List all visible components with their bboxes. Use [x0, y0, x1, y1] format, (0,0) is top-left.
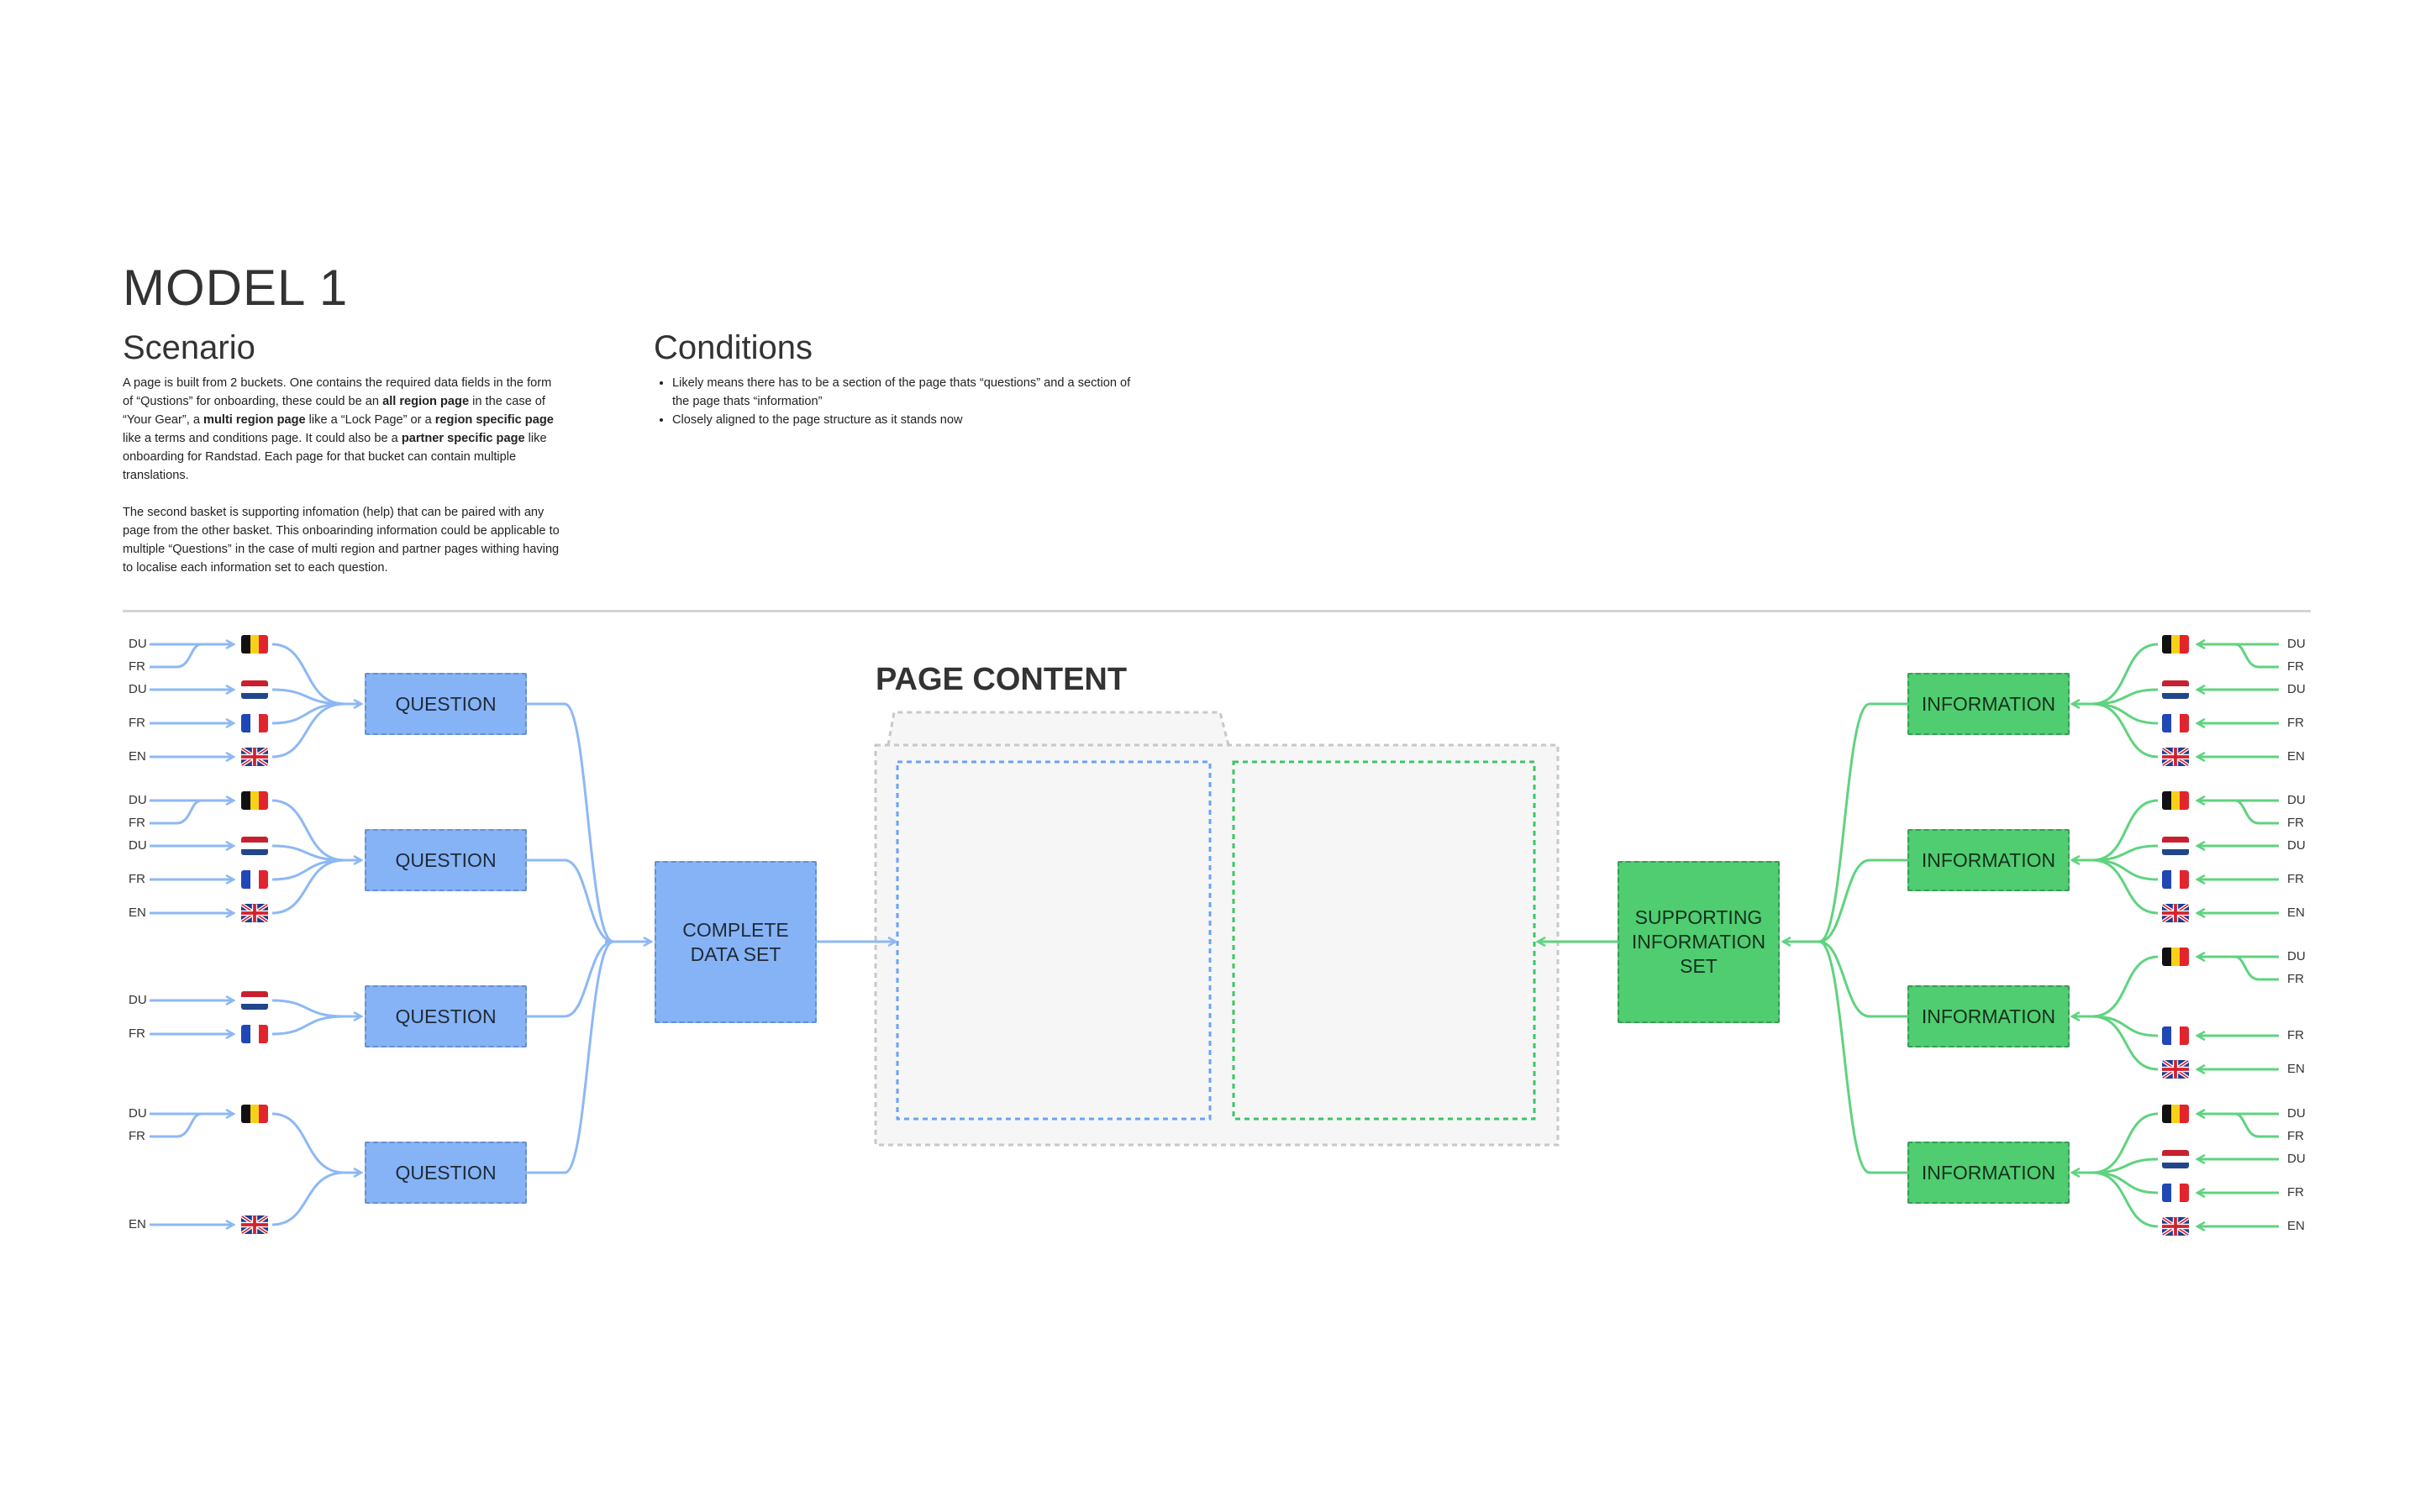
- conditions-list: Likely means there has to be a section o…: [654, 374, 1143, 429]
- language-label: FR: [129, 816, 145, 830]
- uk-flag-icon: [241, 748, 268, 766]
- language-label: DU: [129, 637, 147, 651]
- belgium-flag-icon: [2162, 635, 2189, 654]
- uk-flag-icon: [2162, 748, 2189, 766]
- language-label: FR: [129, 716, 145, 730]
- belgium-flag-icon: [2162, 791, 2189, 810]
- france-flag-icon: [241, 714, 268, 732]
- question-box: QUESTION: [365, 1142, 527, 1204]
- language-label: FR: [129, 1129, 145, 1143]
- uk-flag-icon: [241, 1215, 268, 1234]
- netherlands-flag-icon: [2162, 680, 2189, 699]
- language-label: EN: [129, 906, 146, 920]
- information-section: [1232, 760, 1536, 1121]
- uk-flag-icon: [2162, 904, 2189, 922]
- language-label: DU: [2287, 793, 2306, 807]
- uk-flag-icon: [2162, 1060, 2189, 1079]
- condition-item: Likely means there has to be a section o…: [672, 374, 1143, 411]
- questions-section: [896, 760, 1212, 1121]
- belgium-flag-icon: [241, 635, 268, 654]
- scenario-paragraph-1: A page is built from 2 buckets. One cont…: [123, 376, 554, 482]
- question-box: QUESTION: [365, 829, 527, 891]
- scenario-paragraph-2: The second basket is supporting infomati…: [123, 506, 560, 575]
- language-label: DU: [129, 793, 147, 807]
- language-label: EN: [2287, 1219, 2305, 1233]
- france-flag-icon: [241, 1025, 268, 1043]
- france-flag-icon: [2162, 714, 2189, 732]
- language-label: FR: [2287, 1129, 2304, 1143]
- language-label: DU: [129, 838, 147, 853]
- language-label: FR: [2287, 1028, 2304, 1042]
- information-box: INFORMATION: [1907, 1142, 2070, 1204]
- language-label: DU: [129, 1106, 147, 1121]
- language-label: DU: [2287, 1152, 2306, 1166]
- information-box: INFORMATION: [1907, 673, 2070, 735]
- language-label: FR: [2287, 1185, 2304, 1200]
- language-label: FR: [2287, 716, 2304, 730]
- language-label: DU: [129, 682, 147, 696]
- scenario-heading: Scenario: [123, 329, 255, 366]
- language-label: FR: [2287, 972, 2304, 986]
- france-flag-icon: [2162, 870, 2189, 889]
- page-content-label: PAGE CONTENT: [876, 662, 1128, 697]
- netherlands-flag-icon: [2162, 837, 2189, 855]
- information-box: INFORMATION: [1907, 829, 2070, 891]
- condition-item: Closely aligned to the page structure as…: [672, 411, 1143, 429]
- language-label: DU: [2287, 1106, 2306, 1121]
- page-title: MODEL 1: [123, 260, 349, 316]
- belgium-flag-icon: [241, 1105, 268, 1123]
- question-box: QUESTION: [365, 673, 527, 735]
- language-label: EN: [2287, 1062, 2305, 1076]
- language-label: DU: [2287, 838, 2306, 853]
- uk-flag-icon: [2162, 1217, 2189, 1236]
- belgium-flag-icon: [2162, 948, 2189, 966]
- language-label: EN: [129, 1217, 146, 1231]
- belgium-flag-icon: [241, 791, 268, 810]
- question-box: QUESTION: [365, 985, 527, 1047]
- language-label: FR: [2287, 816, 2304, 830]
- france-flag-icon: [2162, 1026, 2189, 1045]
- language-label: DU: [2287, 682, 2306, 696]
- page-content-panel: [874, 711, 1560, 1147]
- supporting-information-set-box: SUPPORTING INFORMATION SET: [1618, 861, 1780, 1023]
- france-flag-icon: [241, 870, 268, 889]
- language-label: FR: [2287, 659, 2304, 674]
- language-label: FR: [129, 872, 145, 886]
- language-label: FR: [129, 659, 145, 674]
- conditions-heading: Conditions: [654, 329, 813, 366]
- france-flag-icon: [2162, 1184, 2189, 1202]
- language-label: EN: [129, 749, 146, 764]
- language-label: DU: [129, 993, 147, 1007]
- complete-data-set-box: COMPLETE DATA SET: [655, 861, 817, 1023]
- netherlands-flag-icon: [241, 991, 268, 1010]
- language-label: EN: [2287, 906, 2305, 920]
- section-divider: [123, 610, 2311, 612]
- language-label: DU: [2287, 949, 2306, 963]
- language-label: DU: [2287, 637, 2306, 651]
- language-label: FR: [129, 1026, 145, 1041]
- netherlands-flag-icon: [241, 680, 268, 699]
- language-label: EN: [2287, 749, 2305, 764]
- belgium-flag-icon: [2162, 1105, 2189, 1123]
- uk-flag-icon: [241, 904, 268, 922]
- netherlands-flag-icon: [241, 837, 268, 855]
- netherlands-flag-icon: [2162, 1150, 2189, 1168]
- language-label: FR: [2287, 872, 2304, 886]
- information-box: INFORMATION: [1907, 985, 2070, 1047]
